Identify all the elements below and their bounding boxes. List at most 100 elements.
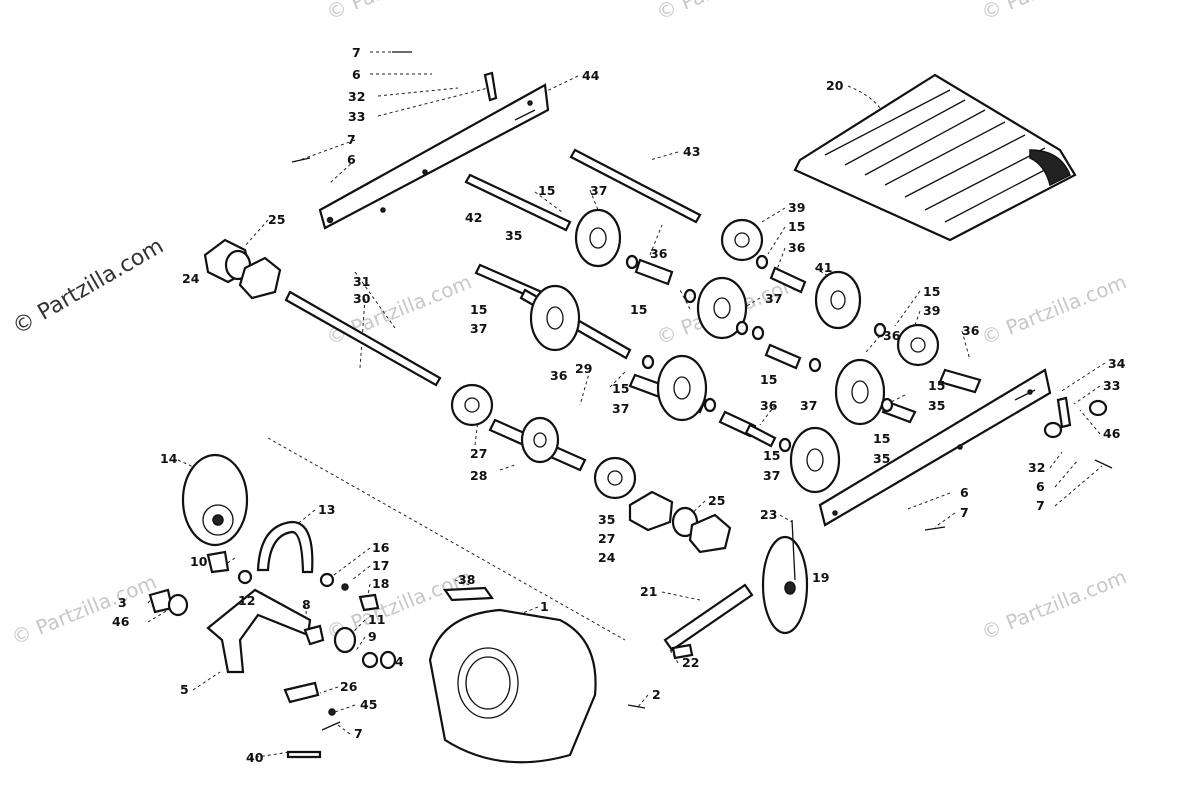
callout-labels: 7 6 32 33 7 6 44 20 43 15 37 42 35 36 39… bbox=[112, 45, 1126, 765]
callout-label: 19 bbox=[812, 570, 829, 585]
callout-label: 7 bbox=[352, 45, 361, 60]
callout-label: 36 bbox=[788, 240, 806, 255]
callout-label: 7 bbox=[347, 132, 356, 147]
washers bbox=[625, 254, 894, 453]
callout-label: 16 bbox=[372, 540, 390, 555]
callout-label: 46 bbox=[112, 614, 130, 629]
callout-label: 40 bbox=[246, 750, 264, 765]
callout-label: 28 bbox=[470, 468, 487, 483]
callout-label: 31 bbox=[353, 274, 370, 289]
callout-label: 15 bbox=[612, 381, 629, 396]
watermark-faint: © Partzilla.com bbox=[323, 0, 475, 25]
left-side-rail bbox=[318, 71, 550, 230]
callout-label: 1 bbox=[540, 599, 549, 614]
callout-label: 6 bbox=[1036, 479, 1045, 494]
watermark-faint: © Partzilla.com bbox=[978, 270, 1130, 350]
callout-label: 24 bbox=[182, 271, 200, 286]
callout-label: 18 bbox=[372, 576, 389, 591]
watermark-faint: © Partzilla.com bbox=[978, 565, 1130, 645]
callout-label: 15 bbox=[538, 183, 555, 198]
callout-label: 25 bbox=[268, 212, 285, 227]
callout-label: 33 bbox=[1103, 378, 1120, 393]
callout-label: 15 bbox=[760, 372, 777, 387]
callout-label: 25 bbox=[708, 493, 725, 508]
callout-label: 43 bbox=[683, 144, 700, 159]
callout-label: 41 bbox=[815, 260, 832, 275]
callout-label: 27 bbox=[598, 531, 615, 546]
callout-label: 39 bbox=[788, 200, 805, 215]
callout-label: 8 bbox=[302, 597, 311, 612]
idler-wheels bbox=[520, 208, 886, 494]
callout-label: 6 bbox=[347, 152, 356, 167]
callout-label: 22 bbox=[682, 655, 699, 670]
callout-label: 5 bbox=[180, 682, 189, 697]
callout-label: 37 bbox=[765, 291, 782, 306]
callout-label: 6 bbox=[960, 485, 969, 500]
callout-label: 9 bbox=[368, 629, 377, 644]
spacers bbox=[634, 258, 982, 448]
callout-label: 45 bbox=[360, 697, 377, 712]
callout-label: 32 bbox=[1028, 460, 1045, 475]
drive-components bbox=[148, 51, 1113, 764]
callout-label: 36 bbox=[760, 398, 778, 413]
callout-label: 30 bbox=[353, 291, 371, 306]
callout-label: 7 bbox=[960, 505, 969, 520]
watermark-faint: © Partzilla.com bbox=[978, 0, 1130, 25]
leader-lines bbox=[147, 51, 1106, 759]
track bbox=[793, 73, 1077, 242]
callout-label: 37 bbox=[612, 401, 629, 416]
callout-label: 39 bbox=[923, 303, 940, 318]
watermark-faint: © Partzilla.com bbox=[323, 270, 475, 350]
callout-label: 3 bbox=[118, 595, 127, 610]
callout-label: 15 bbox=[873, 431, 890, 446]
callout-label: 34 bbox=[1108, 356, 1126, 371]
callout-label: 15 bbox=[470, 302, 487, 317]
callout-label: 17 bbox=[372, 558, 389, 573]
callout-label: 21 bbox=[640, 584, 657, 599]
watermark-faint: © Partzilla.com bbox=[8, 570, 160, 650]
callout-label: 37 bbox=[763, 468, 780, 483]
callout-label: 36 bbox=[650, 246, 668, 261]
callout-label: 38 bbox=[458, 572, 475, 587]
callout-label: 15 bbox=[788, 219, 805, 234]
callout-label: 12 bbox=[238, 593, 255, 608]
callout-label: 13 bbox=[318, 502, 335, 517]
callout-label: 11 bbox=[368, 612, 385, 627]
callout-label: 15 bbox=[763, 448, 780, 463]
callout-label: 15 bbox=[928, 378, 945, 393]
callout-label: 46 bbox=[1103, 426, 1121, 441]
callout-label: 10 bbox=[190, 554, 208, 569]
callout-label: 32 bbox=[348, 89, 365, 104]
bearing-housings bbox=[203, 238, 732, 554]
callout-label: 36 bbox=[962, 323, 980, 338]
callout-label: 37 bbox=[590, 183, 607, 198]
callout-label: 15 bbox=[630, 302, 647, 317]
callout-label: 35 bbox=[873, 451, 890, 466]
callout-label: 2 bbox=[652, 687, 661, 702]
callout-label: 35 bbox=[598, 512, 615, 527]
callout-label: 37 bbox=[470, 321, 487, 336]
callout-label: 15 bbox=[923, 284, 940, 299]
callout-label: 7 bbox=[354, 726, 363, 741]
callout-label: 24 bbox=[598, 550, 616, 565]
sprockets bbox=[450, 218, 940, 500]
callout-label: 23 bbox=[760, 507, 777, 522]
callout-label: 7 bbox=[1036, 498, 1045, 513]
callout-label: 44 bbox=[582, 68, 600, 83]
callout-label: 35 bbox=[505, 228, 522, 243]
callout-label: 20 bbox=[826, 78, 844, 93]
callout-label: 26 bbox=[340, 679, 358, 694]
callout-label: 35 bbox=[928, 398, 945, 413]
callout-label: 6 bbox=[352, 67, 361, 82]
callout-label: 33 bbox=[348, 109, 365, 124]
callout-label: 29 bbox=[575, 361, 592, 376]
callout-label: 27 bbox=[470, 446, 487, 461]
callout-label: 37 bbox=[800, 398, 817, 413]
callout-label: 42 bbox=[465, 210, 482, 225]
right-side-rail bbox=[818, 368, 1108, 527]
watermark-main: © Partzilla.com bbox=[9, 234, 169, 341]
watermark-faint: © Partzilla.com bbox=[653, 0, 805, 25]
callout-label: 36 bbox=[883, 328, 901, 343]
callout-label: 4 bbox=[395, 654, 404, 669]
